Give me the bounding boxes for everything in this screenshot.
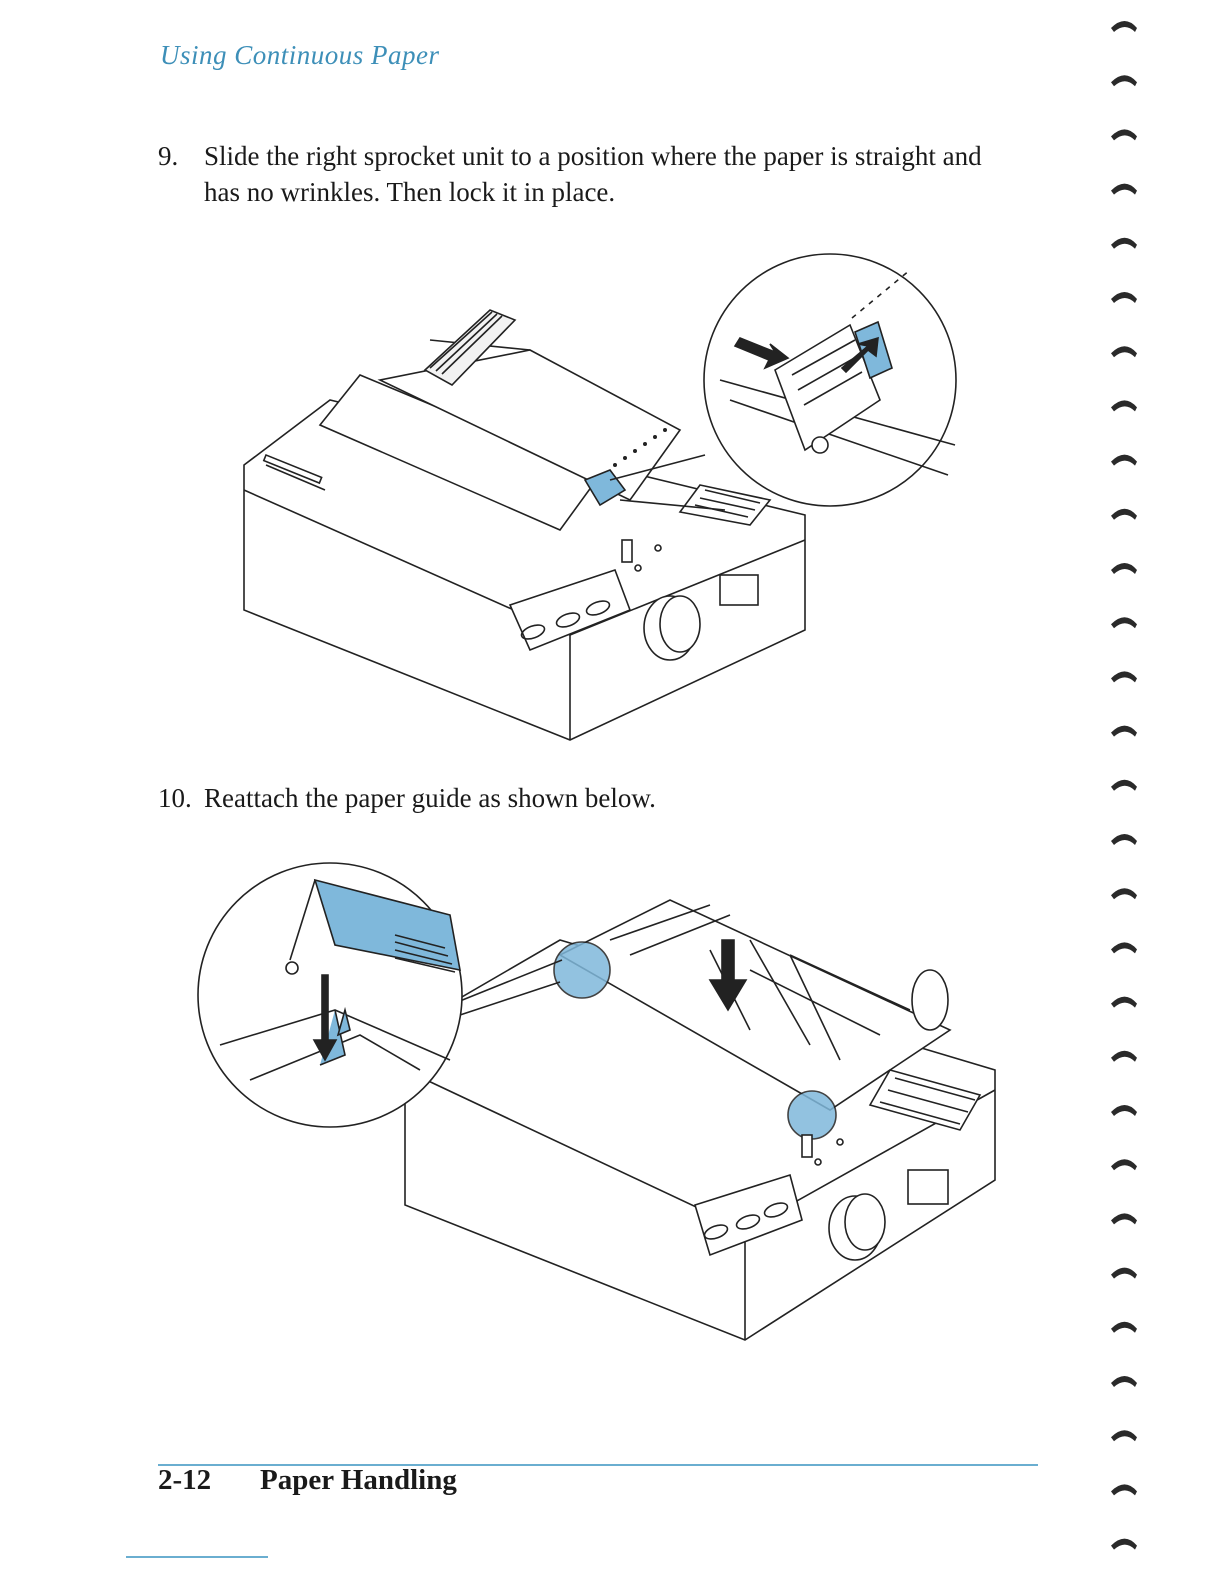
binding-hole — [1111, 617, 1137, 628]
spiral-binding-holes — [1105, 0, 1145, 1584]
binding-hole — [1111, 238, 1137, 249]
printer-sprocket-lock-illustration — [230, 250, 970, 750]
binding-hole — [1111, 292, 1137, 303]
binding-hole — [1111, 671, 1137, 682]
bottom-rule — [126, 1556, 268, 1558]
binding-hole — [1111, 834, 1137, 845]
binding-hole — [1111, 888, 1137, 899]
binding-hole — [1111, 1484, 1137, 1495]
running-head: Using Continuous Paper — [160, 40, 440, 71]
binding-hole — [1111, 21, 1137, 32]
binding-hole — [1111, 1376, 1137, 1387]
binding-hole — [1111, 400, 1137, 411]
binding-hole — [1111, 942, 1137, 953]
binding-hole — [1111, 129, 1137, 140]
binding-hole — [1111, 1051, 1137, 1062]
binding-hole — [1111, 726, 1137, 737]
binding-hole — [1111, 1539, 1137, 1550]
binding-hole — [1111, 184, 1137, 195]
binding-hole — [1111, 1268, 1137, 1279]
binding-hole — [1111, 1159, 1137, 1170]
binding-hole — [1111, 997, 1137, 1008]
step-text: Slide the right sprocket unit to a posit… — [204, 138, 1004, 210]
binding-hole — [1111, 780, 1137, 791]
step-number: 9. — [158, 138, 178, 174]
page-number: 2-12 — [158, 1464, 211, 1497]
printer-paper-guide-illustration — [190, 860, 1010, 1360]
binding-hole — [1111, 346, 1137, 357]
section-title: Paper Handling — [260, 1464, 457, 1497]
binding-hole — [1111, 1430, 1137, 1441]
step-text: Reattach the paper guide as shown below. — [204, 780, 1004, 816]
binding-hole — [1111, 509, 1137, 520]
binding-hole — [1111, 75, 1137, 86]
binding-hole — [1111, 1322, 1137, 1333]
step-number: 10. — [158, 780, 192, 816]
binding-hole — [1111, 1105, 1137, 1116]
binding-hole — [1111, 563, 1137, 574]
binding-hole — [1111, 455, 1137, 466]
binding-hole — [1111, 1213, 1137, 1224]
